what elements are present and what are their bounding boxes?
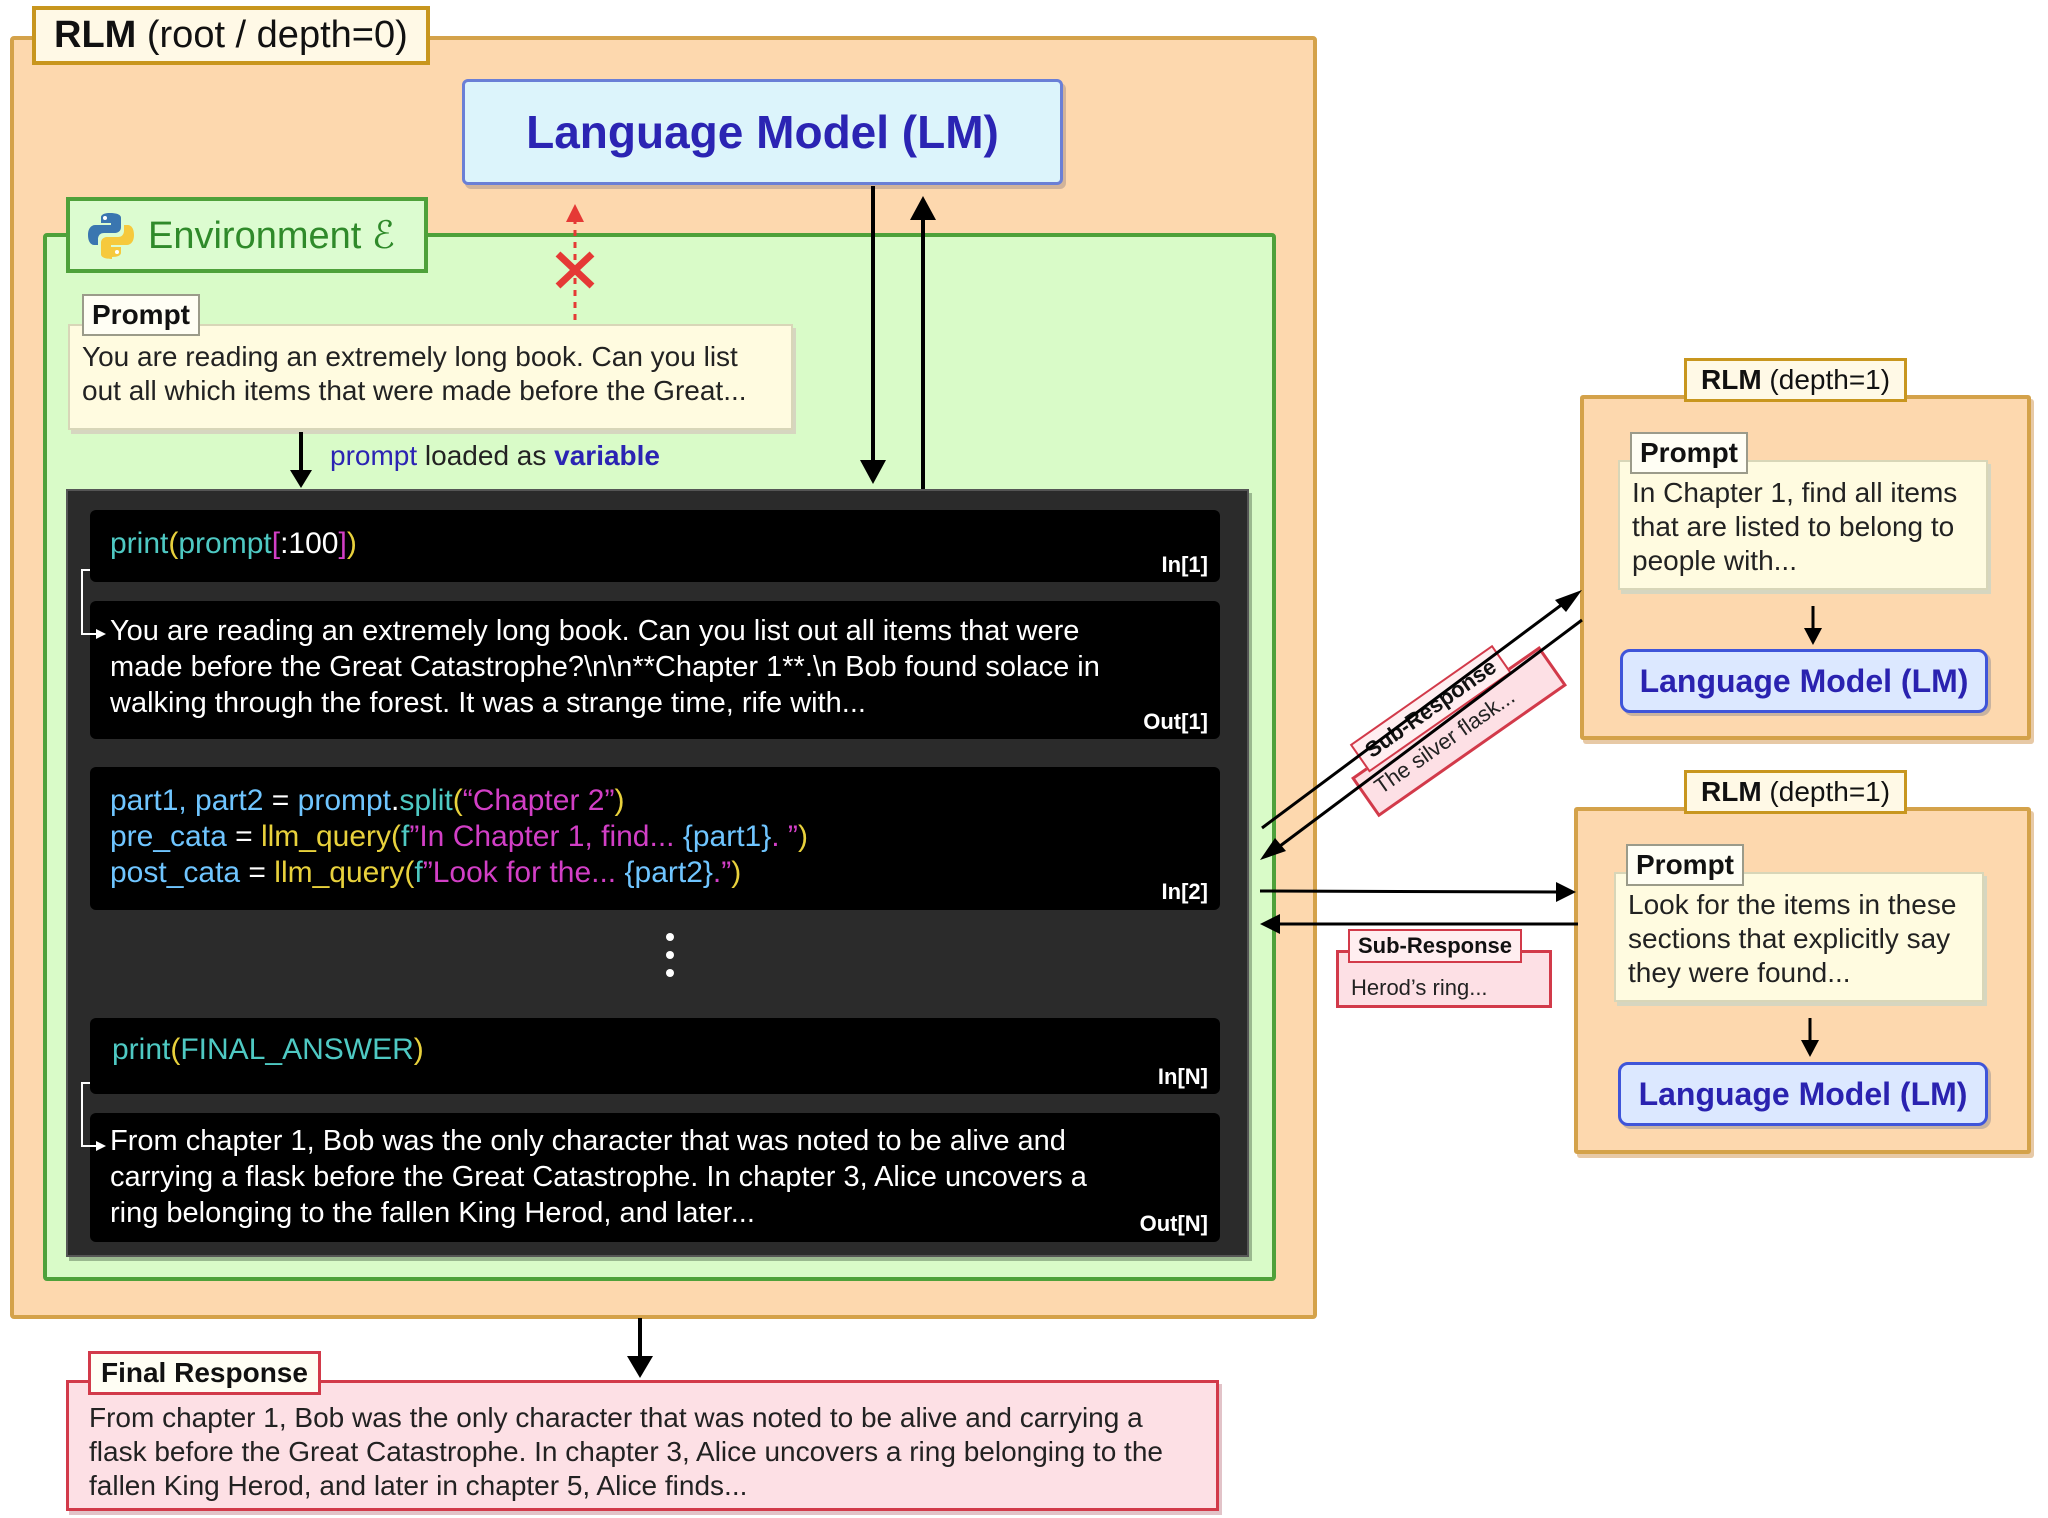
root-lm-up-arrow xyxy=(910,196,936,489)
sub-rlm-1-prompt-box: In Chapter 1, find all items that are li… xyxy=(1618,460,1988,590)
output-text: You are reading an extremely long book. … xyxy=(110,615,1100,719)
sub-rlm-2-title: RLM (depth=1) xyxy=(1684,770,1908,814)
return-arrow-sub-rlm-2 xyxy=(1260,914,1578,934)
call-arrow-sub-rlm-1 xyxy=(1261,590,1582,830)
ellipsis-icon xyxy=(662,933,678,993)
code-line: print(prompt[:100]) xyxy=(110,527,357,560)
final-response-arrow xyxy=(627,1318,653,1378)
code-line: post_cata = llm_query(f”Look for the... … xyxy=(110,856,742,889)
sub-rlm-2-prompt-box: Look for the items in these sections tha… xyxy=(1614,872,1984,1002)
final-response-tag: Final Response xyxy=(88,1351,321,1395)
cell-label: In[1] xyxy=(1161,552,1208,577)
sub-rlm-2-prompt-tag: Prompt xyxy=(1626,844,1744,886)
sub-rlm-1-inner-arrow xyxy=(1804,606,1822,645)
output-text: From chapter 1, Bob was the only charact… xyxy=(110,1125,1087,1229)
root-language-model: Language Model (LM) xyxy=(462,79,1063,185)
code-line: print(FINAL_ANSWER) xyxy=(112,1033,424,1066)
rlm-root-title: RLM (root / depth=0) xyxy=(32,6,430,65)
environment-label: Environment ℰ xyxy=(66,197,428,273)
prompt-load-arrow xyxy=(290,432,312,488)
root-prompt-box: You are reading an extremely long book. … xyxy=(68,324,793,430)
output-arrow-in-n xyxy=(81,1082,106,1151)
return-arrow-sub-rlm-1 xyxy=(1260,618,1583,860)
notebook-cell-in-n: print(FINAL_ANSWER) In[N] xyxy=(90,1018,1220,1094)
python-icon xyxy=(88,213,134,259)
code-line: pre_cata = llm_query(f”In Chapter 1, fin… xyxy=(110,820,808,853)
sub-rlm-1-title: RLM (depth=1) xyxy=(1684,358,1908,402)
output-arrow-in-1 xyxy=(81,569,106,639)
call-arrow-sub-rlm-2 xyxy=(1259,882,1576,902)
sub-rlm-1-language-model: Language Model (LM) xyxy=(1620,649,1988,713)
prompt-loaded-note: prompt loaded as variable xyxy=(330,440,661,471)
sub-rlm-2-language-model: Language Model (LM) xyxy=(1618,1062,1988,1126)
notebook-cell-out-1: You are reading an extremely long book. … xyxy=(90,601,1220,739)
sub-rlm-1-prompt-tag: Prompt xyxy=(1630,432,1748,474)
cell-label: In[2] xyxy=(1161,879,1208,904)
sub-response-2-tag: Sub-Response xyxy=(1348,929,1523,963)
root-prompt-tag: Prompt xyxy=(82,294,200,336)
sub-rlm-2-inner-arrow xyxy=(1801,1018,1819,1057)
cell-label: Out[N] xyxy=(1139,1211,1208,1236)
root-lm-down-arrow xyxy=(860,186,886,484)
notebook-cell-in-2: part1, part2 = prompt.split(“Chapter 2”)… xyxy=(90,767,1220,910)
code-line: part1, part2 = prompt.split(“Chapter 2”) xyxy=(110,784,625,817)
blocked-x-icon xyxy=(555,251,595,289)
final-response-box: From chapter 1, Bob was the only charact… xyxy=(66,1380,1219,1511)
cell-label: Out[1] xyxy=(1143,709,1208,734)
notebook-cell-out-n: From chapter 1, Bob was the only charact… xyxy=(90,1113,1220,1242)
cell-label: In[N] xyxy=(1157,1064,1208,1089)
notebook-cell-in-1: print(prompt[:100]) In[1] xyxy=(90,510,1220,582)
